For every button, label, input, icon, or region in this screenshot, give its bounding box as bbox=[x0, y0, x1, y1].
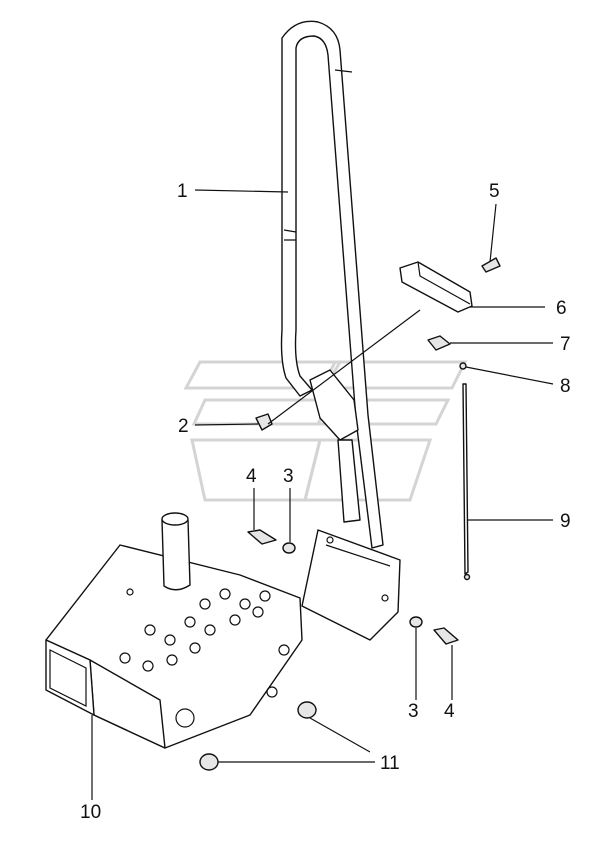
bolt-small-part bbox=[481, 257, 501, 273]
frame-handle-part bbox=[280, 20, 401, 641]
bolt-medium-part bbox=[427, 335, 451, 351]
step-platform-part bbox=[45, 512, 303, 749]
callout-label: 2 bbox=[178, 416, 189, 437]
callout-label: 3 bbox=[408, 701, 419, 722]
callout-label: 10 bbox=[80, 802, 101, 823]
callout-label: 5 bbox=[489, 181, 500, 202]
callout-label: 9 bbox=[560, 511, 571, 532]
callout-label: 11 bbox=[380, 753, 400, 774]
callout-label: 7 bbox=[560, 334, 571, 355]
plug-part bbox=[199, 701, 317, 771]
callout-labels: 1 2 3 3 4 4 5 6 7 8 9 10 11 bbox=[80, 181, 571, 823]
callout-label: 4 bbox=[246, 466, 257, 487]
callout-label: 3 bbox=[283, 466, 294, 487]
leader-lines bbox=[91, 189, 554, 800]
bolt-part bbox=[247, 529, 459, 645]
nut-part bbox=[255, 413, 273, 431]
washer-part bbox=[282, 542, 423, 628]
small-nut-part bbox=[459, 362, 467, 370]
callout-label: 1 bbox=[177, 181, 188, 202]
rod-part bbox=[462, 383, 471, 581]
callout-label: 8 bbox=[560, 376, 571, 397]
callout-label: 4 bbox=[444, 701, 455, 722]
watermark-logo bbox=[183, 360, 468, 502]
callout-label: 6 bbox=[556, 298, 567, 319]
bracket-part bbox=[399, 261, 473, 313]
